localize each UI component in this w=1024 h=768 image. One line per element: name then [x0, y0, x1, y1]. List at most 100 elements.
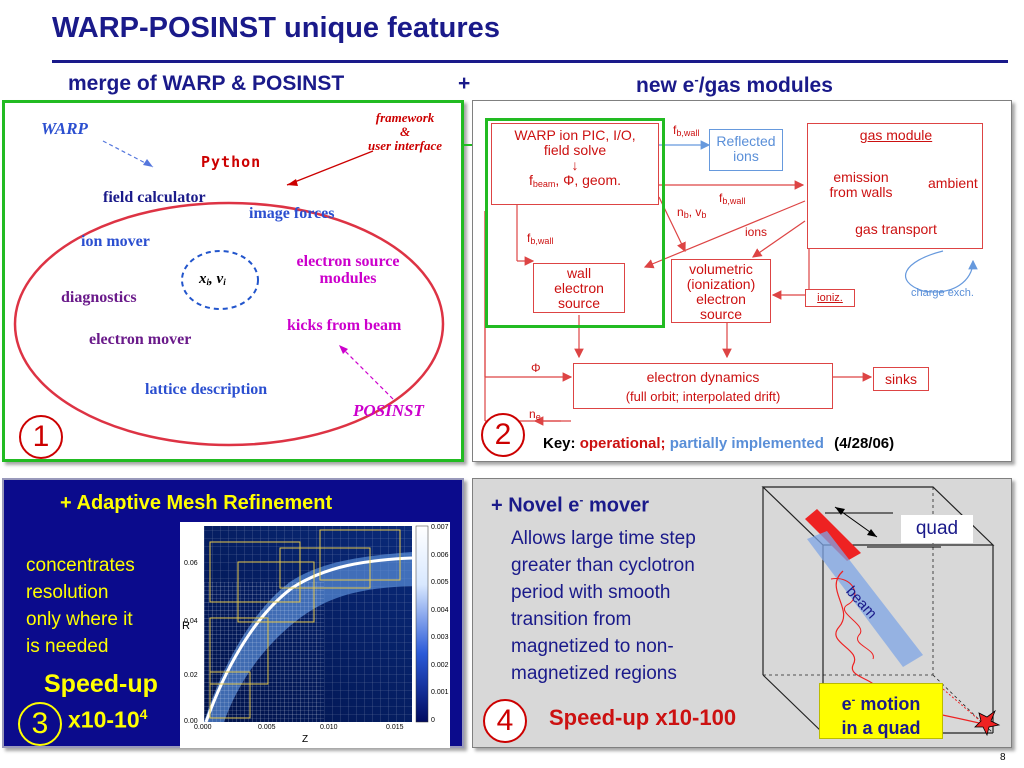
volumetric-line3: electron — [696, 291, 746, 307]
page-number: 8 — [1000, 752, 1006, 763]
posinst-label: POSINST — [353, 401, 424, 420]
y-tick-label: 0.04 — [184, 618, 198, 625]
key-operational: operational; — [579, 435, 666, 452]
xv-v: v — [216, 271, 224, 287]
ne-e: e — [535, 412, 541, 422]
electron-source-modules: electron source modules — [283, 253, 413, 287]
key-date: (4/28/06) — [834, 435, 895, 452]
electron-dynamics-line2: (full orbit; interpolated drift) — [625, 389, 781, 404]
fbwall-label-left: fb,wall — [527, 231, 553, 246]
panel-adaptive-mesh: + Adaptive Mesh Refinement concentrates … — [2, 478, 464, 748]
mover-heading: + Novel e- mover — [491, 493, 649, 518]
motion-line1-sup: - — [851, 694, 856, 706]
colorbar-tick-label: 0.007 — [431, 524, 449, 531]
colorbar-tick-label: 0.006 — [431, 551, 449, 559]
diagnostics: diagnostics — [61, 289, 137, 306]
amr-body-line2: resolution — [26, 582, 109, 603]
warp-ion-outputs: fbeam, Φ, geom. — [492, 173, 658, 192]
nb-n: n — [677, 205, 684, 219]
reflected-line2: ions — [733, 148, 759, 164]
mover-heading-pre: + Novel e — [491, 494, 580, 517]
ions-flow-label: ions — [745, 225, 768, 239]
warp-pointer — [102, 140, 154, 168]
volumetric-source-box: volumetric (ionization) electron source — [671, 259, 771, 323]
amr-body-line4: is needed — [26, 636, 109, 657]
electron-mover: electron mover — [89, 331, 192, 348]
mover-speedup: Speed-up x10-100 — [549, 705, 737, 730]
subtitle-right-post: /gas modules — [698, 74, 833, 97]
y-tick-label: 0.02 — [184, 672, 198, 679]
colorbar — [415, 525, 429, 723]
colorbar-tick-label: 0.002 — [431, 661, 449, 669]
x-tick-label: 0.010 — [320, 724, 338, 731]
gas-module-title: gas module — [859, 127, 933, 143]
nb-b: b — [683, 210, 689, 220]
warp-ion-pic-box: WARP ion PIC, I/O, field solve ↓ fbeam, … — [491, 123, 659, 205]
ne-n: n — [529, 407, 536, 421]
amr-speedup-line2: x10-104 — [68, 706, 147, 734]
ion-mover: ion mover — [81, 233, 150, 250]
panel4-number: 4 — [483, 699, 527, 743]
nb-vb-label: nb, vb — [677, 205, 706, 220]
quad-label: quad — [901, 515, 973, 543]
colorbar-tick-label: 0.003 — [431, 634, 449, 641]
wall-source-line2: electron — [554, 280, 604, 296]
framework-label: framework & user interface — [357, 111, 453, 153]
mover-body-line6: magnetized regions — [511, 663, 677, 684]
fbwall-label-top: fb,wall — [673, 123, 699, 138]
motion-caption-line1: e- motion — [820, 688, 942, 716]
panel-novel-mover: + Novel e- mover Allows large time step … — [472, 478, 1012, 748]
ioniz-box: ioniz. — [805, 289, 855, 307]
framework-line1: framework — [375, 110, 435, 125]
warp-ion-line1: WARP ion PIC, I/O, — [514, 127, 636, 143]
warp-ellipse — [13, 201, 445, 447]
field-calculator: field calculator — [103, 189, 206, 206]
mover-heading-sup: - — [579, 493, 584, 507]
colorbar-tick-label: 0.005 — [431, 579, 449, 586]
python-label: Python — [201, 153, 262, 171]
motion-line1-post: motion — [855, 694, 921, 714]
particle-coordinates: xi, vi — [199, 271, 226, 288]
phi-flow-label: Φ — [531, 361, 541, 375]
xv-i1: i — [206, 277, 210, 287]
image-forces: image forces — [249, 205, 335, 222]
key-prefix: Key: — [543, 435, 576, 452]
fbwall-mid-f: f — [719, 191, 723, 205]
panel-egas-modules: WARP ion PIC, I/O, field solve ↓ fbeam, … — [472, 100, 1012, 462]
amr-heading: + Adaptive Mesh Refinement — [60, 492, 333, 514]
subtitle-left: merge of WARP & POSINST — [68, 72, 345, 95]
mover-body-line3: period with smooth — [511, 582, 671, 603]
mover-body-line4: transition from — [511, 609, 632, 630]
warp-ion-rest: , Φ, geom. — [555, 172, 622, 188]
plot-ylabel: R — [182, 620, 190, 632]
gas-transport: gas transport — [855, 221, 937, 237]
vb-v: , v — [688, 205, 702, 219]
vb-b: b — [701, 210, 707, 220]
electron-source-line2: modules — [319, 270, 377, 287]
posinst-pointer — [338, 344, 394, 400]
warp-ion-f: f — [528, 172, 533, 188]
panel2-number: 2 — [481, 413, 525, 457]
fbwall-top-sub: b,wall — [676, 128, 700, 138]
colorbar-tick-label: 0.001 — [431, 689, 449, 696]
gas-module-box: gas module emission from walls ambient g… — [807, 123, 983, 249]
electron-source-line1: electron source — [296, 253, 400, 270]
panel-warp-posinst-merge: WARP framework & user interface Python f… — [2, 100, 464, 462]
amr-body: concentrates resolution only where it is… — [26, 552, 135, 660]
volumetric-line2: (ionization) — [686, 276, 756, 292]
xv-x: x — [199, 271, 207, 287]
mover-heading-post: mover — [583, 494, 649, 517]
y-tick-label: 0.00 — [184, 718, 198, 725]
x-tick-label: 0.005 — [258, 724, 276, 731]
motion-caption-line2: in a quad — [841, 718, 921, 738]
fbwall-mid-sub: b,wall — [722, 196, 746, 206]
fbwall-label-mid: fb,wall — [719, 191, 745, 206]
mover-body-line2: greater than cyclotron — [511, 555, 695, 576]
panel1-number: 1 — [19, 415, 63, 459]
beam-channel — [807, 531, 923, 667]
amr-plot-svg — [204, 525, 429, 723]
wall-source-line3: source — [557, 295, 601, 311]
warp-integration-highlight — [485, 118, 665, 328]
amr-body-line3: only where it — [26, 609, 133, 630]
